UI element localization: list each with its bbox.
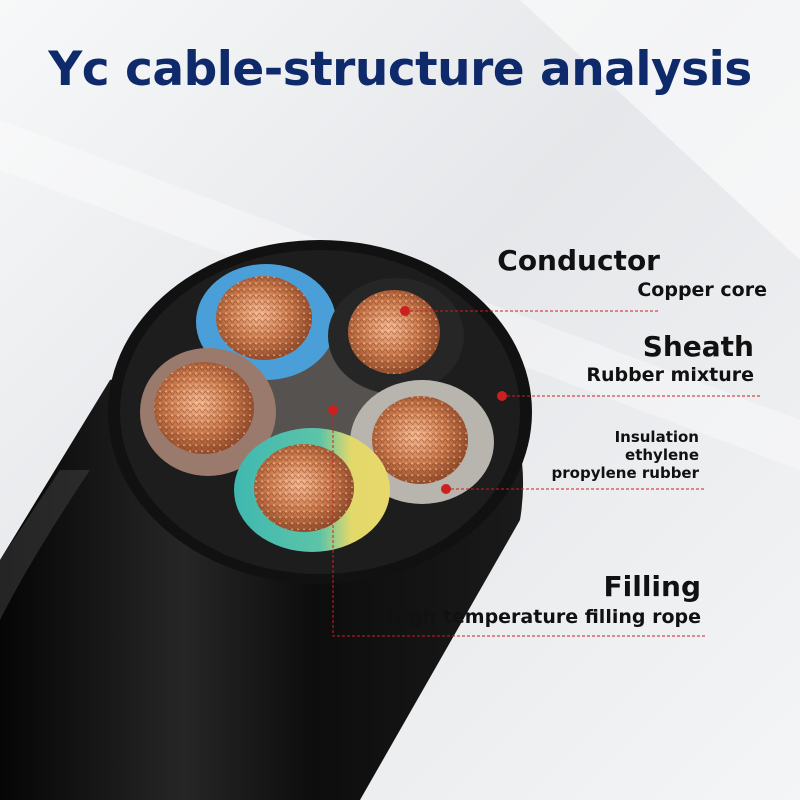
- conductor-sub: Copper core: [637, 279, 767, 301]
- core-brown: [140, 348, 276, 476]
- cable-jacket-sheen: [0, 470, 90, 620]
- insulation-line2: ethylene: [625, 446, 699, 464]
- leader-dots: [328, 306, 507, 494]
- dot-insulation: [441, 484, 451, 494]
- dot-filling: [328, 405, 338, 415]
- filling-heading: Filling: [603, 570, 702, 603]
- conductor-heading: Conductor: [497, 244, 660, 277]
- background-highlight: [520, 0, 800, 260]
- filling-sub: High temperature filling rope: [386, 606, 701, 628]
- core-blue: [196, 264, 336, 380]
- sheath-sub: Rubber mixture: [586, 364, 754, 386]
- insulation-line1: Insulation: [614, 428, 699, 446]
- dot-conductor: [400, 306, 410, 316]
- insulation-line3: propylene rubber: [551, 464, 699, 482]
- leader-lines: [332, 310, 760, 637]
- page-title: Yc cable-structure analysis: [48, 42, 752, 97]
- core-green-yellow: [234, 428, 390, 552]
- dot-sheath: [497, 391, 507, 401]
- core-black: [328, 278, 464, 394]
- leader-filling: [332, 410, 705, 637]
- sheath-heading: Sheath: [642, 330, 754, 363]
